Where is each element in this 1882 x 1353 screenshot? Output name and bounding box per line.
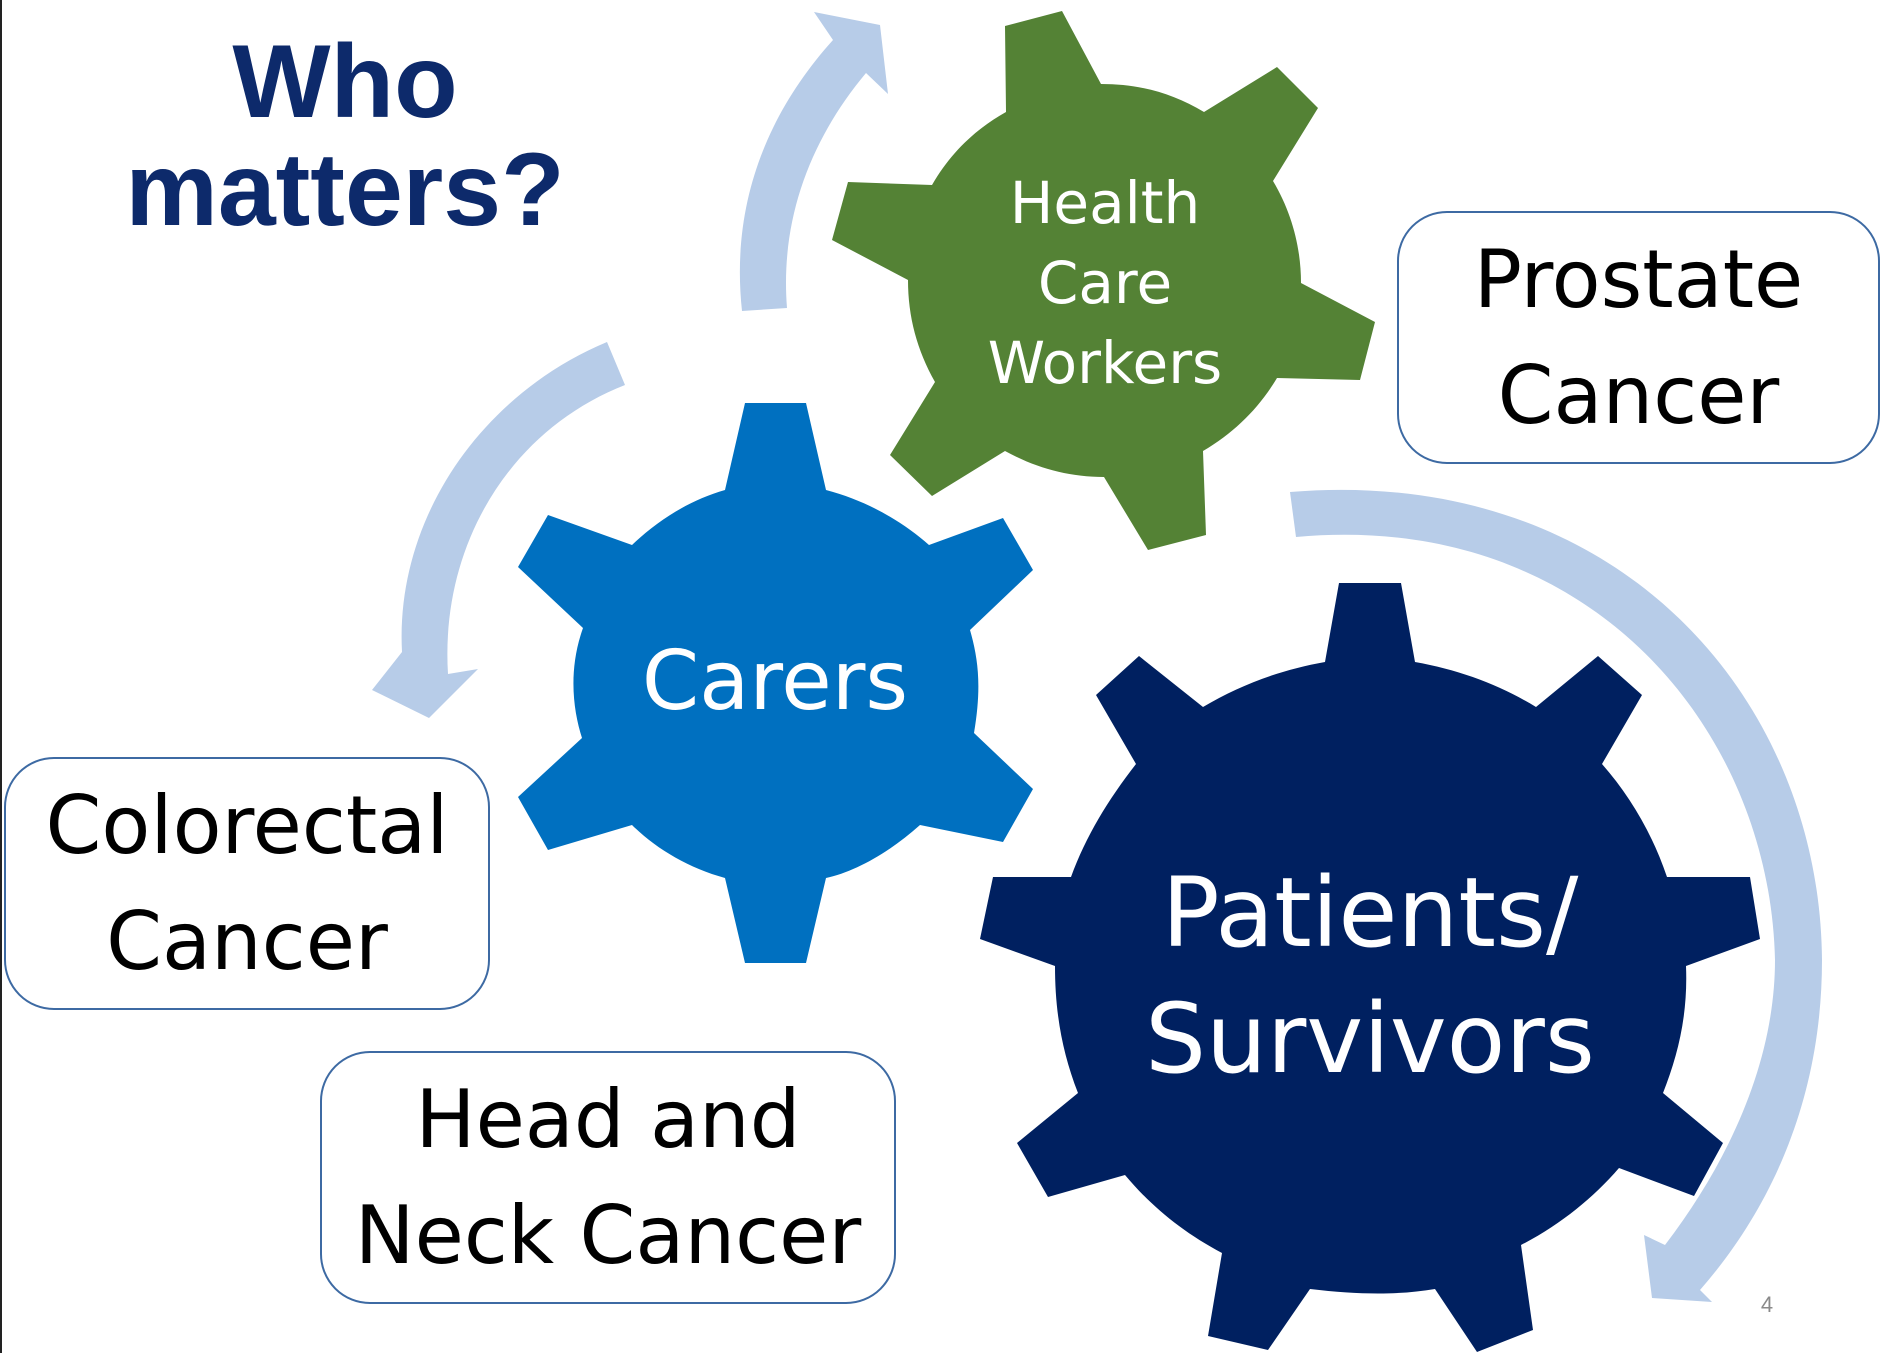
head-neck-line-1: Head and [415, 1072, 801, 1166]
carers-gear [518, 403, 1033, 963]
curved-arrow-icon [372, 342, 625, 718]
left-border-line [0, 0, 2, 1353]
patients-survivors-label: Patients/ Survivors [1110, 850, 1630, 1102]
health-care-workers-line-1: Health [1009, 169, 1201, 237]
survivors-line: Survivors [1145, 983, 1595, 1095]
curved-arrow-icon [1290, 489, 1822, 1303]
patients-survivors-gear [980, 583, 1760, 1352]
health-care-workers-gear [832, 11, 1375, 550]
title-line-2: matters? [125, 132, 565, 248]
prostate-line-2: Cancer [1497, 348, 1780, 442]
prostate-line-1: Prostate [1473, 232, 1804, 326]
slide-title: Who matters? [100, 28, 590, 244]
head-neck-line-2: Neck Cancer [354, 1188, 862, 1282]
colorectal-cancer-box: Colorectal Cancer [4, 757, 490, 1010]
prostate-cancer-box: Prostate Cancer [1397, 211, 1880, 464]
colorectal-line-2: Cancer [106, 894, 388, 988]
colorectal-line-1: Colorectal [45, 778, 449, 872]
cycle-arrows [372, 12, 1822, 1303]
head-and-neck-cancer-box: Head and Neck Cancer [320, 1051, 896, 1304]
title-line-1: Who [232, 24, 458, 140]
health-care-workers-line-3: Workers [987, 329, 1223, 397]
carers-label: Carers [620, 634, 930, 730]
page-number: 4 [1760, 1292, 1774, 1317]
curved-arrow-icon [739, 12, 888, 311]
health-care-workers-label: Health Care Workers [960, 163, 1250, 403]
health-care-workers-line-2: Care [1037, 249, 1173, 317]
patients-line: Patients/ [1161, 857, 1579, 969]
carers-text: Carers [641, 634, 909, 729]
